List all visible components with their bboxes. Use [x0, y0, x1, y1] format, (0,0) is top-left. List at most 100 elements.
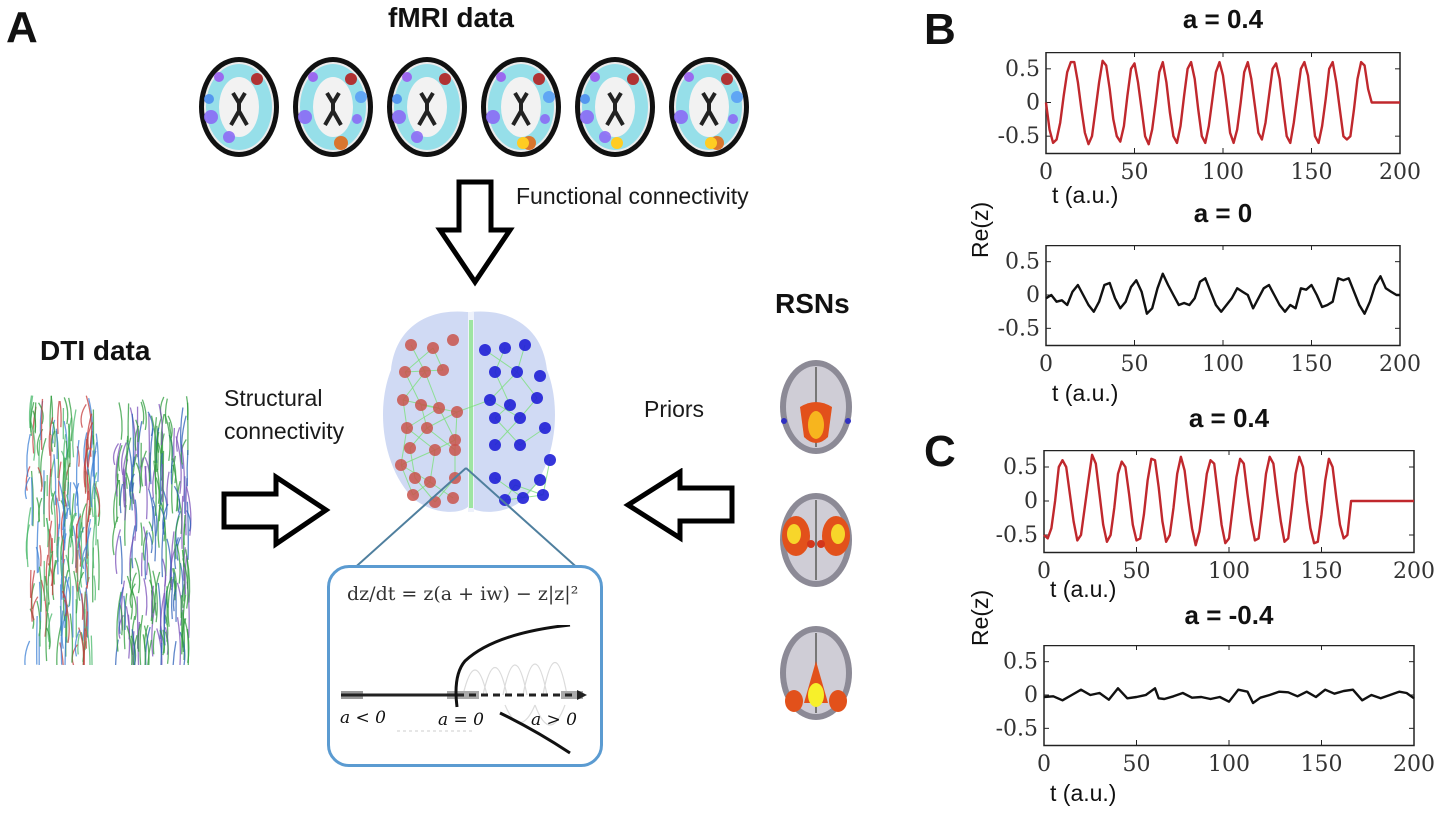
y-tick-label: 0.5	[1003, 650, 1038, 675]
equation-text: dz/dt = z(a + iw) − z|z|²	[347, 583, 579, 605]
x-tick-label: 0	[1037, 559, 1051, 584]
network-node-left	[447, 334, 459, 346]
x-tick-label: 150	[1291, 160, 1333, 185]
panel-letter-c: C	[924, 427, 956, 476]
network-node-right	[489, 439, 501, 451]
series-line	[1043, 687, 1415, 705]
rsn-maps	[780, 360, 852, 720]
network-node-right	[489, 412, 501, 424]
bifurcation-label-positive: a > 0	[531, 710, 578, 730]
network-node-right	[537, 489, 549, 501]
x-axis-label: t (a.u.)	[1050, 576, 1117, 602]
network-node-left	[415, 399, 427, 411]
network-node-left	[449, 434, 461, 446]
network-node-left	[409, 472, 421, 484]
y-tick-label: 0	[1024, 489, 1038, 514]
down-arrow-icon	[435, 179, 515, 287]
network-node-right	[534, 474, 546, 486]
panel-letter-a: A	[6, 3, 38, 52]
network-node-right	[499, 342, 511, 354]
network-node-left	[427, 342, 439, 354]
panel-c-ylabel: Re(z)	[967, 589, 993, 646]
x-tick-label: 100	[1208, 559, 1250, 584]
fmri-slice	[293, 57, 373, 157]
network-node-right	[479, 344, 491, 356]
network-node-right	[519, 339, 531, 351]
fmri-slice	[387, 57, 467, 157]
fmri-slice	[481, 57, 561, 157]
network-node-left	[397, 394, 409, 406]
fmri-slice	[669, 57, 749, 157]
rsn-map	[780, 360, 852, 454]
x-tick-label: 0	[1039, 160, 1053, 185]
y-tick-label: 0	[1026, 91, 1040, 116]
chart-title: a = 0.4	[1182, 4, 1264, 34]
network-node-right	[509, 479, 521, 491]
network-node-left	[405, 339, 417, 351]
network-node-left	[419, 366, 431, 378]
y-tick-label: -0.5	[996, 523, 1038, 548]
x-tick-label: 0	[1037, 752, 1051, 777]
structural-connectivity-label-line1: Structural	[224, 385, 323, 411]
y-tick-label: 0.5	[1005, 250, 1040, 275]
left-arrow-icon	[623, 468, 735, 543]
x-tick-label: 200	[1393, 752, 1435, 777]
network-node-left	[395, 459, 407, 471]
network-node-right	[511, 366, 523, 378]
y-tick-label: 0.5	[1005, 57, 1040, 82]
network-node-right	[517, 492, 529, 504]
y-tick-label: 0	[1024, 683, 1038, 708]
chart-title: a = 0.4	[1188, 403, 1270, 433]
x-tick-label: 50	[1121, 352, 1149, 377]
network-node-right	[534, 370, 546, 382]
network-node-right	[514, 439, 526, 451]
network-node-right	[499, 494, 511, 506]
network-node-left	[451, 406, 463, 418]
fmri-slices	[199, 57, 749, 157]
network-node-right	[484, 394, 496, 406]
network-node-left	[404, 442, 416, 454]
network-node-left	[424, 476, 436, 488]
panel-letter-b: B	[924, 5, 956, 54]
network-node-left	[429, 444, 441, 456]
network-node-right	[504, 399, 516, 411]
functional-connectivity-label: Functional connectivity	[516, 183, 749, 209]
priors-label: Priors	[644, 396, 705, 422]
x-tick-label: 50	[1123, 559, 1151, 584]
x-tick-label: 150	[1301, 752, 1343, 777]
network-node-left	[433, 402, 445, 414]
y-tick-label: -0.5	[998, 316, 1040, 341]
structural-connectivity-label-line2: connectivity	[224, 418, 345, 444]
chart-title: a = -0.4	[1184, 600, 1274, 630]
network-node-left	[437, 364, 449, 376]
inset-connector-lines	[349, 467, 583, 573]
equation: dz/dt = z(a + iw) − z|z|²	[347, 583, 578, 605]
rsn-map	[780, 493, 852, 587]
fmri-title: fMRI data	[388, 2, 514, 33]
bifurcation-label-zero: a = 0	[438, 710, 485, 730]
dti-title: DTI data	[40, 335, 151, 366]
x-tick-label: 50	[1121, 160, 1149, 185]
equation-inset	[327, 565, 603, 767]
rsns-title: RSNs	[775, 288, 850, 319]
x-tick-label: 100	[1202, 160, 1244, 185]
x-tick-label: 50	[1123, 752, 1151, 777]
plot-frame	[1045, 245, 1401, 347]
network-node-right	[514, 412, 526, 424]
series-line	[1045, 272, 1400, 315]
network-node-left	[421, 422, 433, 434]
bifurcation-diagram	[341, 625, 587, 755]
brain-network-model	[383, 311, 556, 512]
x-tick-label: 100	[1202, 352, 1244, 377]
rsn-map	[780, 626, 852, 720]
x-axis-label: t (a.u.)	[1052, 182, 1119, 208]
x-tick-label: 100	[1208, 752, 1250, 777]
x-axis-label: t (a.u.)	[1052, 380, 1119, 406]
network-node-right	[539, 422, 551, 434]
y-tick-label: 0	[1026, 283, 1040, 308]
fmri-slice	[575, 57, 655, 157]
y-tick-label: -0.5	[998, 124, 1040, 149]
network-node-left	[401, 422, 413, 434]
network-node-left	[449, 444, 461, 456]
